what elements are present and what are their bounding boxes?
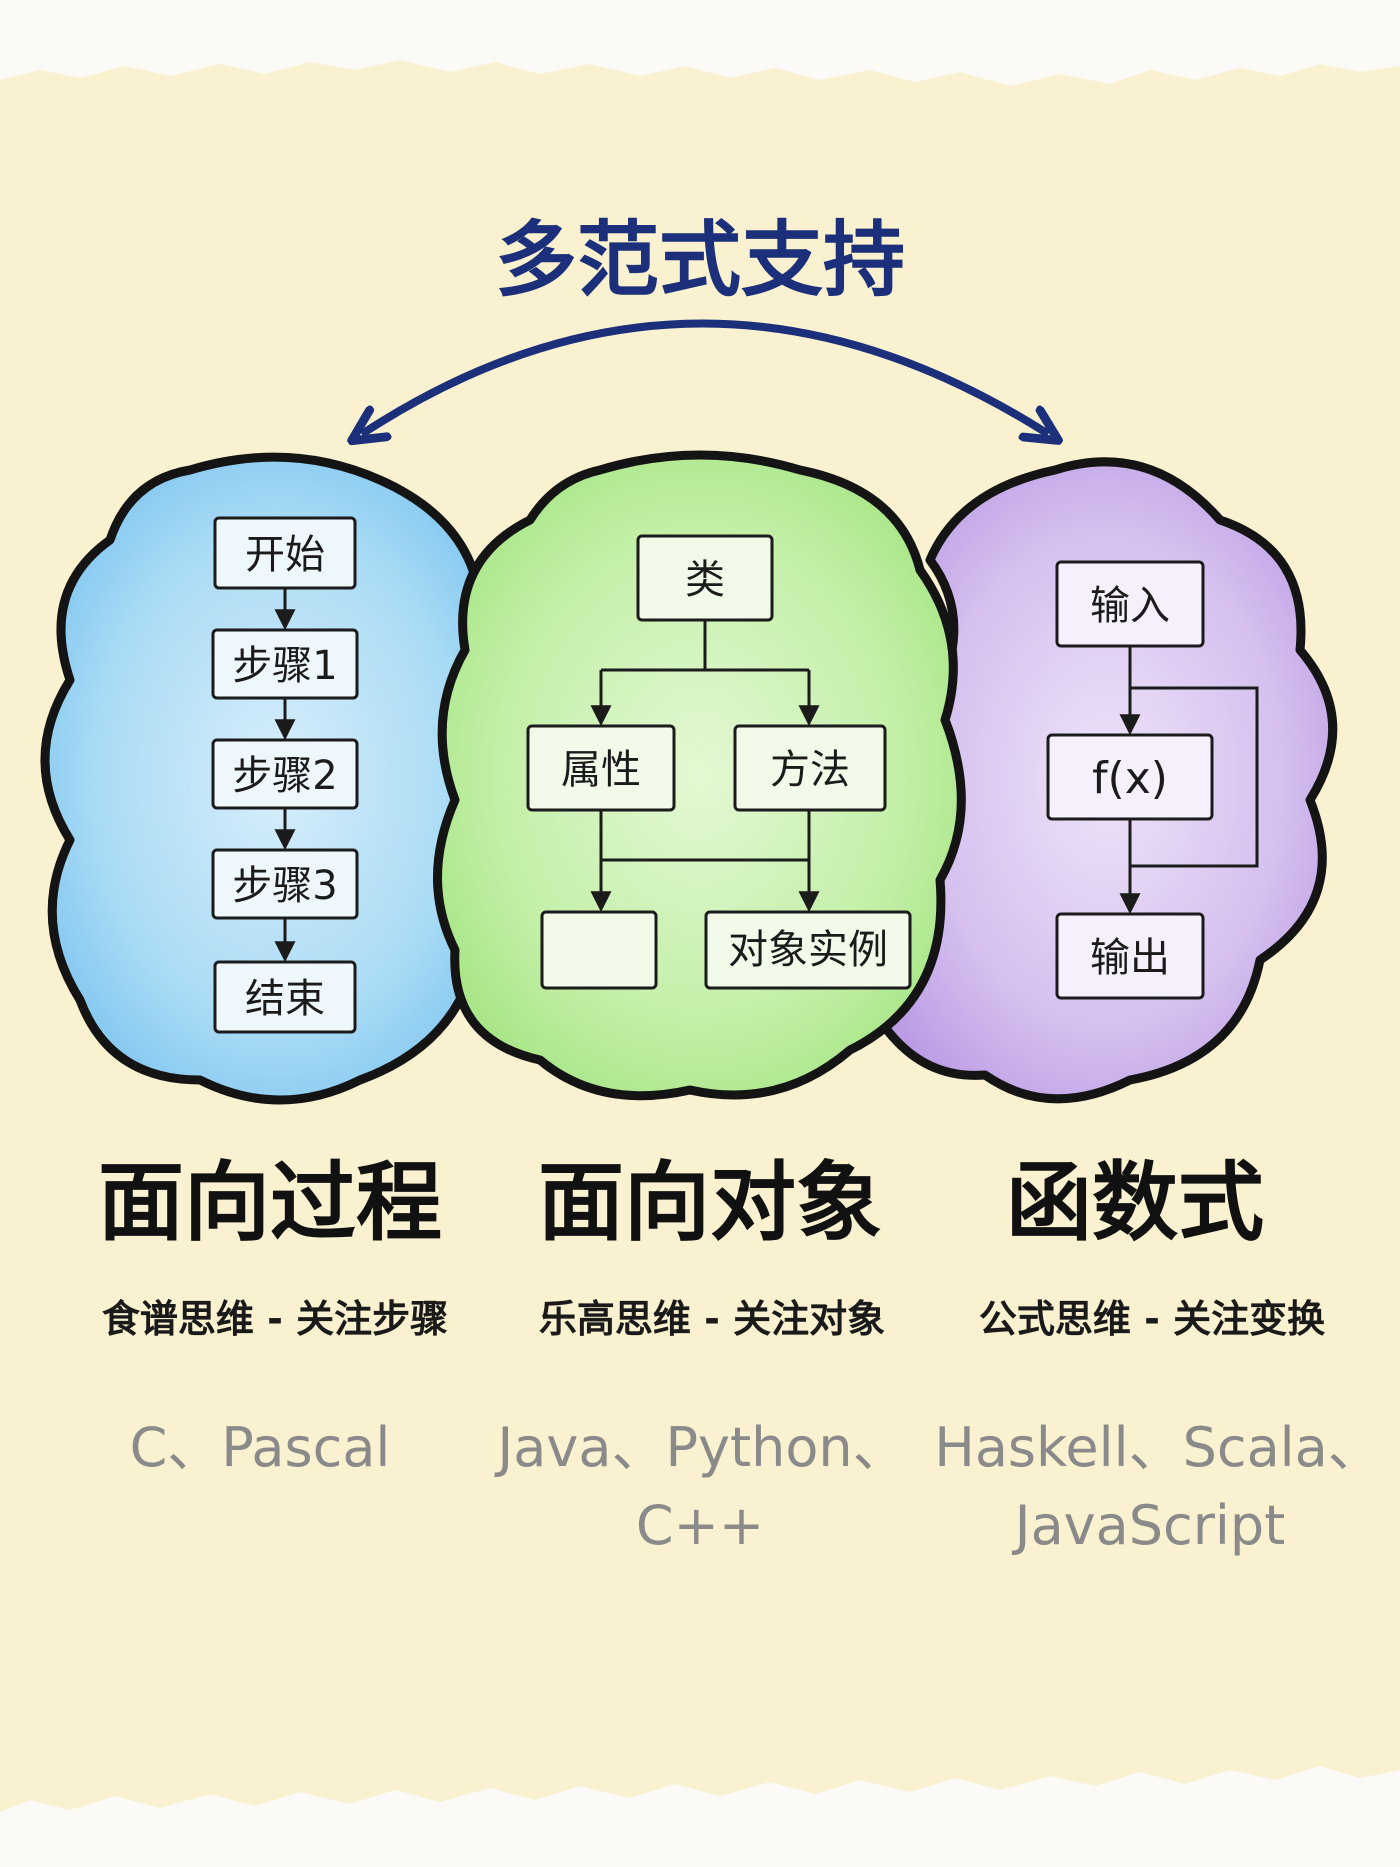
torn-paper-bottom: [0, 1766, 1400, 1867]
functional-languages-line2: JavaScript: [1012, 1494, 1286, 1557]
feedback-loop: [1130, 686, 1259, 868]
step-label-1: 步骤1: [232, 643, 337, 689]
method-label: 方法: [770, 747, 850, 793]
instance-label: 对象实例: [728, 927, 888, 973]
procedural-subtitle: 食谱思维 - 关注步骤: [102, 1297, 448, 1341]
step-label-start: 开始: [245, 532, 325, 578]
double-headed-arrow: [365, 319, 1045, 433]
step-label-end: 结束: [245, 976, 325, 1022]
empty-object-box: [540, 910, 658, 990]
attribute-label: 属性: [561, 747, 641, 793]
oop-languages-line1: Java、Python、: [494, 1416, 906, 1479]
procedural-languages: C、Pascal: [130, 1416, 391, 1479]
oop-diagram: 类 属性 方法 对象实例: [526, 534, 912, 990]
function-label: f(x): [1092, 753, 1168, 804]
oop-languages-line2: C++: [636, 1494, 764, 1557]
functional-subtitle: 公式思维 - 关注变换: [979, 1297, 1325, 1341]
input-label: 输入: [1090, 583, 1170, 629]
functional-heading: 函数式: [1006, 1153, 1264, 1253]
class-label: 类: [685, 557, 725, 603]
oop-heading: 面向对象: [538, 1153, 882, 1253]
page-title: 多范式支持: [495, 213, 905, 308]
output-label: 输出: [1090, 935, 1170, 981]
functional-languages-line1: Haskell、Scala、: [934, 1416, 1382, 1479]
step-label-3: 步骤3: [232, 863, 337, 909]
step-label-2: 步骤2: [232, 753, 337, 799]
torn-paper-top: [0, 0, 1400, 86]
procedural-flowchart: 开始 步骤1 步骤2 步骤3 结束: [211, 516, 359, 1034]
procedural-heading: 面向过程: [98, 1153, 442, 1253]
oop-subtitle: 乐高思维 - 关注对象: [539, 1297, 885, 1341]
functional-diagram: 输入 f(x) 输出: [1046, 560, 1259, 1000]
